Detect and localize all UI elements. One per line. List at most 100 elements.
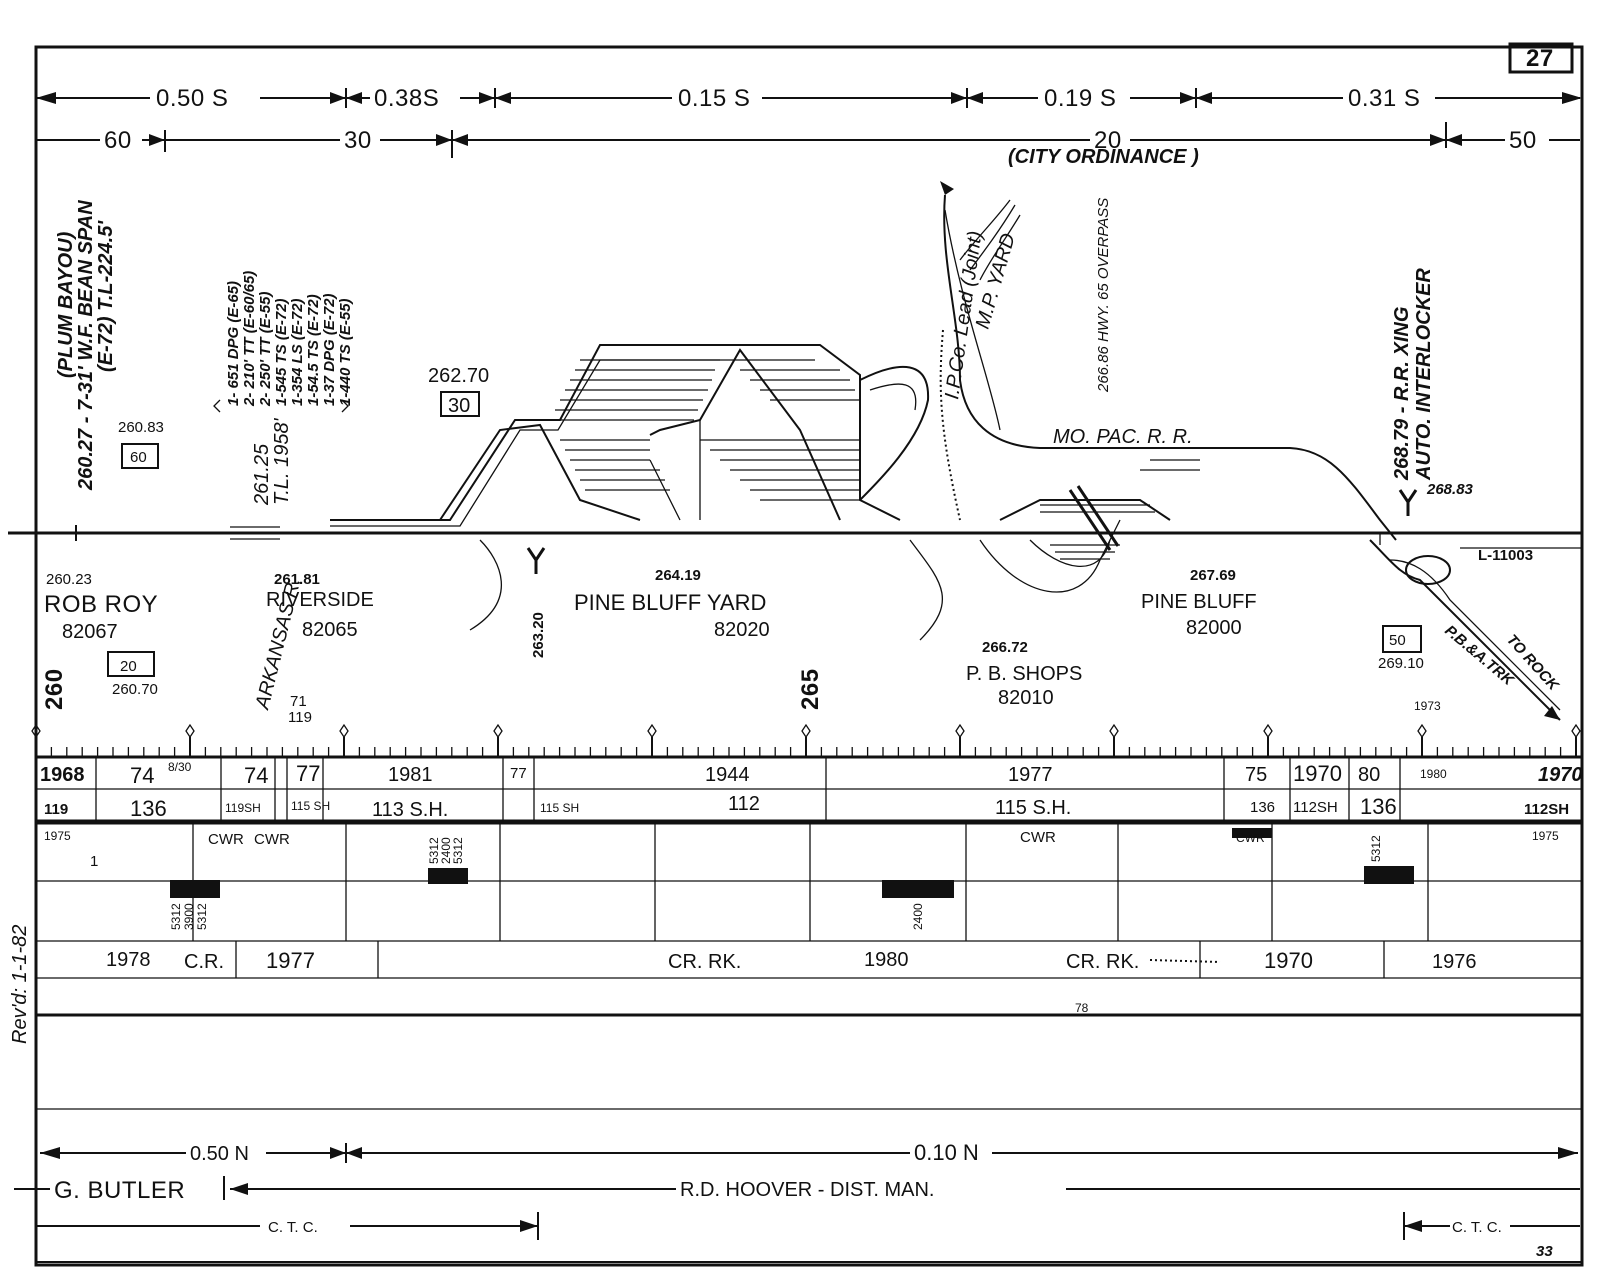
station-pb-code: 82000 [1186, 617, 1242, 639]
svg-text:1976: 1976 [1432, 951, 1477, 973]
svg-text:268.83: 268.83 [1426, 481, 1474, 498]
svg-text:260.27 - 7-31' W.F. BEAN SPAN: 260.27 - 7-31' W.F. BEAN SPAN [75, 200, 97, 491]
svg-text:261.25: 261.25 [251, 443, 273, 506]
svg-text:74: 74 [130, 763, 154, 788]
svg-text:136: 136 [130, 796, 167, 821]
svg-text:1-440 TS (E-55): 1-440 TS (E-55) [337, 298, 354, 406]
svg-text:1: 1 [90, 853, 98, 870]
svg-text:112: 112 [728, 793, 760, 815]
limit-20: 20 [1094, 127, 1122, 154]
svg-text:CR. RK.: CR. RK. [1066, 951, 1139, 973]
sheet-number-box [1508, 42, 1574, 74]
station-pb: PINE BLUFF [1141, 591, 1257, 613]
station-pby-code: 82020 [714, 619, 770, 641]
svg-text:1980: 1980 [1420, 767, 1447, 781]
svg-text:136: 136 [1360, 794, 1397, 819]
svg-text:119: 119 [44, 801, 68, 818]
svg-text:MO. PAC. R. R.: MO. PAC. R. R. [1053, 426, 1193, 448]
speed-seg-3: 0.15 S [678, 85, 750, 112]
speed-seg-1: 0.50 S [156, 85, 228, 112]
speed-north-1: 0.50 N [190, 1143, 249, 1165]
speed-seg-4: 0.19 S [1044, 85, 1116, 112]
svg-text:CWR: CWR [254, 831, 290, 848]
svg-text:AUTO. INTERLOCKER: AUTO. INTERLOCKER [1413, 268, 1435, 481]
svg-text:266.86 HWY. 65 OVERPASS: 266.86 HWY. 65 OVERPASS [1095, 198, 1112, 393]
svg-text:260.83: 260.83 [118, 419, 164, 436]
svg-text:5312: 5312 [169, 903, 183, 930]
scale-marker [493, 723, 503, 739]
svg-text:115 S.H.: 115 S.H. [995, 797, 1071, 819]
milepost-260: 260 [41, 668, 68, 710]
speed-seg-2: 0.38S [374, 85, 439, 112]
rail-rows-dividers [95, 757, 1401, 822]
svg-text:1970: 1970 [1293, 761, 1342, 786]
scale-marker [1417, 723, 1427, 739]
scale-marker [801, 723, 811, 739]
scale-marker [1263, 723, 1273, 739]
svg-text:1981: 1981 [388, 764, 433, 786]
svg-text:269.10: 269.10 [1378, 655, 1424, 672]
scale-marker [1109, 723, 1119, 739]
track-diagram [8, 181, 1582, 721]
svg-text:1977: 1977 [266, 948, 315, 973]
svg-text:L-11003: L-11003 [1478, 547, 1533, 564]
station-rob-roy: ROB ROY [44, 591, 158, 618]
revised-note: Rev'd: 1-1-82 [9, 925, 31, 1044]
speed-seg-5: 0.31 S [1348, 85, 1420, 112]
scale-marker [647, 723, 657, 739]
speed-north-2: 0.10 N [914, 1140, 979, 1165]
svg-text:2400: 2400 [439, 837, 453, 864]
rail-weight-row: 119 136 119SH 115 SH 113 S.H. 115 SH 112… [44, 793, 1569, 821]
station-pbshops-mp: 266.72 [982, 639, 1028, 656]
cwr-row: 1975 1 CWR CWR CWR CWR 1975 5312 3900 53… [44, 822, 1559, 941]
svg-text:71: 71 [290, 693, 307, 710]
svg-text:1978: 1978 [106, 949, 151, 971]
milepost-scale [31, 723, 1582, 758]
svg-text:3900: 3900 [182, 903, 196, 930]
svg-text:112SH: 112SH [1524, 801, 1569, 818]
scale-marker [31, 723, 41, 739]
roadmaster-butler: G. BUTLER [54, 1177, 185, 1204]
scale-marker [1571, 723, 1581, 739]
bottom-band: 0.50 N 0.10 N G. BUTLER R.D. HOOVER - DI… [14, 1140, 1582, 1263]
svg-text:8/30: 8/30 [168, 760, 192, 774]
svg-text:263.20: 263.20 [530, 612, 547, 658]
svg-text:5312: 5312 [427, 837, 441, 864]
svg-text:78: 78 [1075, 1001, 1089, 1015]
svg-text:CR. RK.: CR. RK. [668, 951, 741, 973]
limit-50: 50 [1509, 127, 1537, 154]
ctc-left: C. T. C. [268, 1219, 318, 1236]
svg-text:77: 77 [510, 765, 527, 782]
svg-text:1944: 1944 [705, 764, 750, 786]
ballast-row: 1978 C.R. 1977 CR. RK. 1980 CR. RK. 1970… [106, 941, 1477, 1015]
speed-row: 0.50 S 0.38S 0.15 S 0.19 S 0.31 S 60 30 … [36, 85, 1582, 168]
station-pby: PINE BLUFF YARD [574, 590, 766, 615]
scale-marker [339, 723, 349, 739]
svg-text:(E-72) T.L-224.5': (E-72) T.L-224.5' [95, 220, 117, 372]
svg-text:74: 74 [244, 763, 268, 788]
sheet-number: 27 [1526, 45, 1554, 72]
map-labels: I.P.Co. Lead (Joint) M.P. YARD 266.86 HW… [530, 198, 1563, 695]
dist-man-hoover: R.D. HOOVER - DIST. MAN. [680, 1179, 934, 1201]
svg-text:1973: 1973 [1414, 699, 1441, 713]
sheet-border [34, 45, 1584, 1267]
station-pbshops: P. B. SHOPS [966, 663, 1082, 685]
svg-text:(PLUM BAYOU): (PLUM BAYOU) [55, 231, 77, 378]
svg-text:2- 250' TT (E-55): 2- 250' TT (E-55) [257, 292, 274, 407]
svg-text:5312: 5312 [195, 903, 209, 930]
station-pby-mp: 264.19 [655, 567, 701, 584]
svg-text:113 S.H.: 113 S.H. [372, 799, 448, 821]
svg-text:20: 20 [120, 658, 137, 675]
svg-text:50: 50 [1389, 632, 1406, 649]
svg-text:115 SH: 115 SH [291, 799, 330, 813]
scale-marker [185, 723, 195, 739]
svg-text:CWR: CWR [208, 831, 244, 848]
svg-text:1970: 1970 [1538, 764, 1583, 786]
svg-text:112SH: 112SH [1293, 799, 1338, 816]
station-riverside-mp: 261.81 [274, 571, 320, 588]
speed-signs: 260.83 60 262.70 30 20 260.70 50 269.10 [107, 365, 1424, 698]
limit-30: 30 [344, 127, 372, 154]
svg-text:119: 119 [288, 709, 312, 726]
station-rob-roy-mp: 260.23 [46, 571, 92, 588]
